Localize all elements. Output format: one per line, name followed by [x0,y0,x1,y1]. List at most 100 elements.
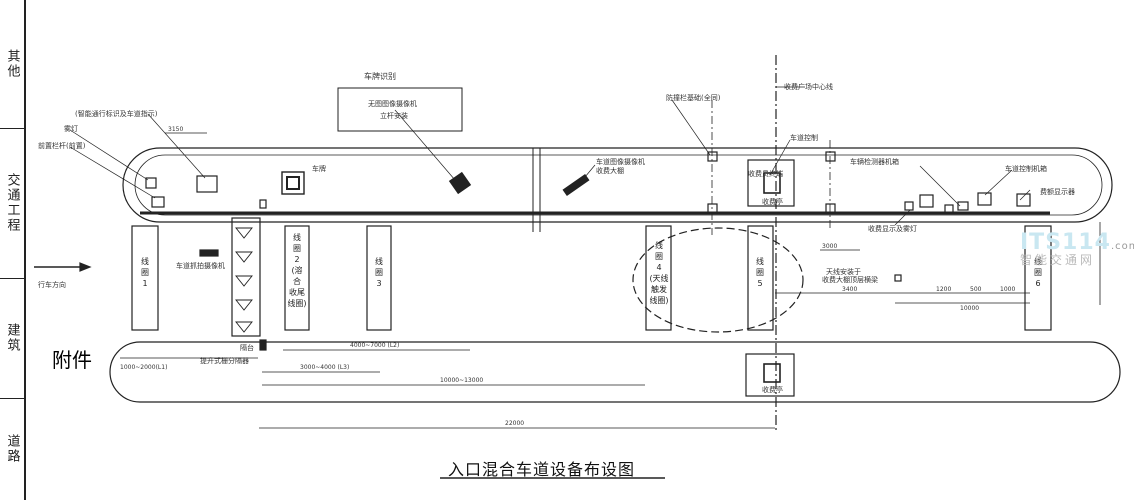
watermark-logo: ITS114.com [1020,230,1134,255]
terminal [904,201,914,211]
sensor-2 [957,201,969,211]
pillar-4 [825,203,836,214]
vehicle-detector-box [919,194,934,208]
plate-recog-frame [337,87,463,132]
coil-4-box [645,225,672,331]
dim-l1: 1000~2000(L1) [120,364,168,371]
sensor-1 [944,204,954,214]
coil-2-box [284,225,310,331]
center-line-label: 收费广场中心线 [784,83,833,91]
booth-top-side-label: 收费员终端 [748,170,783,178]
fee-display [1016,193,1031,207]
booth-top-window [763,172,781,194]
entry-arrow-head [79,262,92,272]
dim-3000: 3000 [822,243,838,250]
coil-5-box [747,225,774,331]
dim-3400: 3400 [842,286,858,293]
drawing-title: 入口混合车道设备布设图 [448,460,636,479]
booth-bottom-label: 收费亭 [762,386,783,394]
plate-label: 车牌 [312,165,326,173]
small-box [259,199,267,209]
cam-label: 车道图像摄像机 [596,158,645,166]
capture-camera [199,249,219,257]
dim-10000-right: 10000 [960,305,980,312]
upper-island [122,147,1113,223]
antenna-zone [632,227,804,333]
plate-recog-text-2: 立杆安装 [380,112,408,120]
watermark-sub: 智能交通网 [1020,253,1096,267]
lane-camera [562,173,590,197]
plate-device [281,171,305,195]
booth-bottom [745,353,795,397]
dim-22000: 22000 [505,420,525,427]
pillar-3 [825,151,836,162]
band-road-label: 道路 [4,434,20,464]
dim-1200: 1200 [936,286,952,293]
band-traffic-label: 交通工程 [4,173,20,233]
terminal-label: 收费显示及雾灯 [868,225,917,233]
separator-zone [231,217,261,337]
pillar-1 [707,151,718,162]
fee-display-label: 费额显示器 [1040,188,1075,196]
coil-1-box [131,225,159,331]
fog-lamp-label: 雾灯 [64,125,78,133]
info-sign [196,175,218,193]
dim-500: 500 [970,286,982,293]
band-building: 建筑 [0,278,24,399]
capture-camera-label: 车道抓拍摄像机 [176,262,225,270]
separator-label: 隔台 [240,344,254,352]
band-road: 道路 [0,398,24,500]
lane-control-label: 车道控制机箱 [1005,165,1047,173]
fog-lamp [145,177,157,189]
category-band: 其他 交通工程 建筑 道路 [0,0,26,500]
dim-1000: 1000 [1000,286,1016,293]
booth-bottom-window [763,363,781,383]
separator-marks [235,227,253,333]
plate-camera [448,171,472,195]
vehicle-detector-label: 车辆检测器机箱 [850,158,899,166]
booth-top-label: 收费亭 [762,198,783,206]
dimension-lines [120,222,1101,429]
barrier-gate [259,339,267,351]
dim-l2: 4000~7000 (L2) [350,342,400,349]
light-label: 防撞栏基础(全同) [666,94,721,102]
booth-top [747,159,795,207]
front-barrier-label: 前置栏杆(前置) [38,142,86,150]
watermark: ITS114.com 智能交通网 [1020,230,1134,268]
cam2-label: 收费大棚 [596,167,624,175]
band-other-label: 其他 [4,49,20,79]
dim-10000: 10000~13000 [440,377,484,384]
plate-recog-title: 车牌识别 [364,72,396,81]
plate-device-inner [286,176,300,190]
front-barrier [151,196,165,208]
entry-direction-label: 行车方向 [38,281,66,289]
plate-recog-text-1: 无图图像摄像机 [368,100,417,108]
band-other: 其他 [0,0,24,129]
barrier-gate-label: 提升式栅分隔器 [200,357,249,365]
info-sign-label: (智能通行标识及车道指示) [75,110,158,118]
dim-top: 3150 [168,126,184,133]
band-traffic: 交通工程 [0,128,24,279]
coil-6-box [1024,225,1052,331]
rsu-point [894,274,902,282]
lane-control-box [977,192,992,206]
upper-island-inner [134,154,1103,216]
pillar-2 [707,203,718,214]
rsu-label-1: 天线安装于 [826,268,861,276]
coil-3-box [366,225,392,331]
band-building-label: 建筑 [4,323,20,353]
annex-label: 附件 [52,348,92,372]
leader-lines [69,86,1031,226]
small-control-label: 车道控制 [790,134,818,142]
dim-l3: 3000~4000 (L3) [300,364,350,371]
lower-island [109,341,1121,403]
rsu-label-2: 收费大棚顶层横梁 [822,276,878,284]
